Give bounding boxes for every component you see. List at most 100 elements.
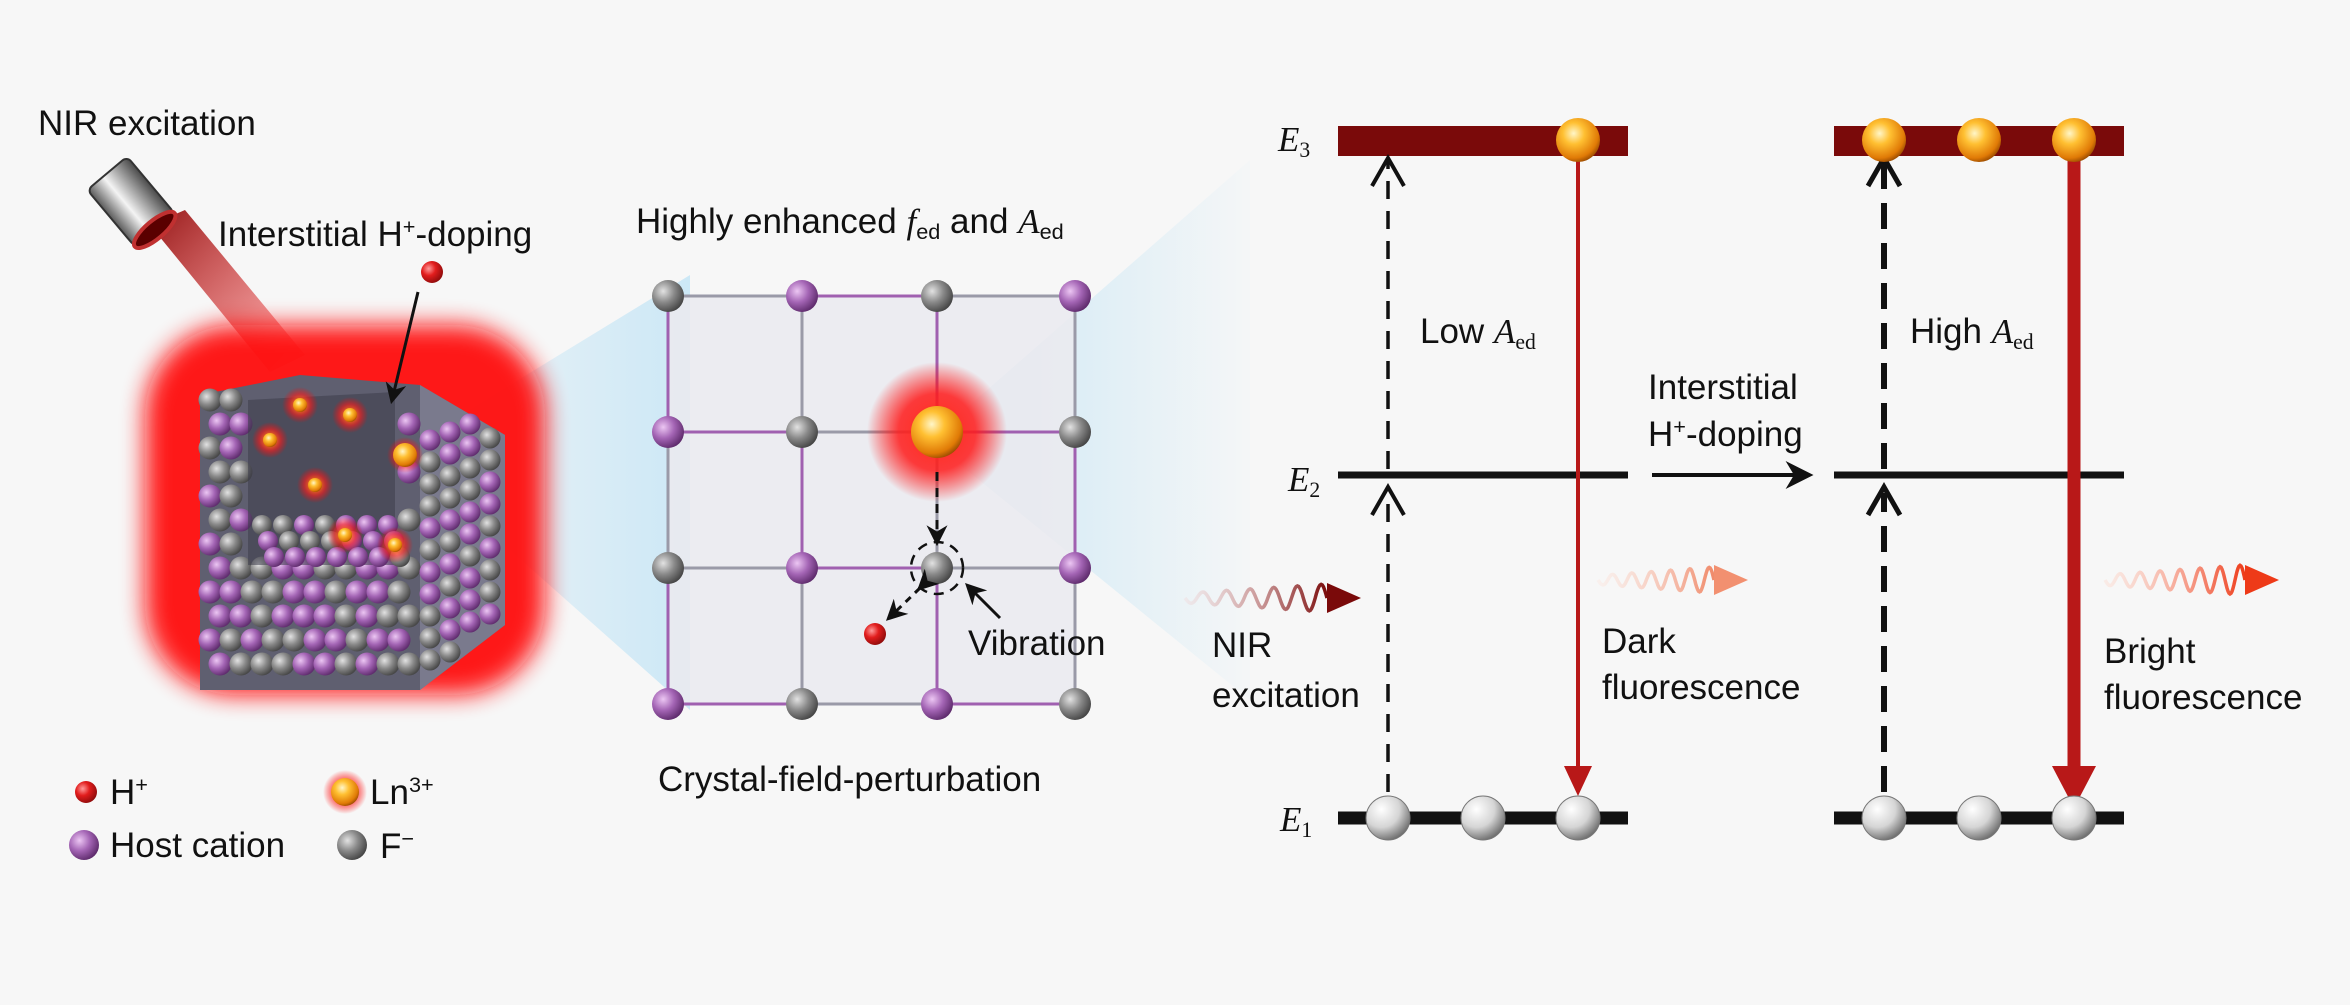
cube-atom: [387, 628, 411, 652]
cube-atom: [439, 575, 461, 597]
cube-atom: [258, 531, 278, 551]
cube-atom: [264, 547, 284, 567]
doping-prefix: Interstitial H: [218, 214, 403, 254]
cube-atom: [459, 567, 481, 589]
cube-atom: [198, 436, 222, 460]
e3-base: E: [1278, 120, 1300, 159]
nanocrystal-cube: [88, 157, 545, 695]
cube-atom: [366, 628, 390, 652]
cube-atom: [419, 473, 441, 495]
cube-atom: [419, 649, 441, 671]
cube-atom: [285, 547, 305, 567]
cube-atom: [240, 628, 264, 652]
level-e3-label: E3: [1278, 120, 1310, 163]
legend-h-base: H: [110, 772, 136, 812]
cube-atom: [419, 539, 441, 561]
cube-atom: [376, 604, 400, 628]
legend-f-sup: −: [401, 826, 415, 851]
legend-h-marker: [75, 781, 97, 803]
cube-atom: [324, 580, 348, 604]
lattice-h-plus: [864, 623, 886, 645]
laser-head-icon: [88, 157, 178, 250]
cube-atom: [459, 545, 481, 567]
legend-ln-marker: [331, 778, 359, 806]
legend-f-base: F: [380, 826, 402, 866]
cube-atom: [261, 628, 285, 652]
cube-atom: [439, 509, 461, 531]
fluoride-site: [652, 280, 684, 312]
cube-atom: [279, 531, 299, 551]
cube-atom: [397, 652, 421, 676]
cube-atom: [219, 484, 243, 508]
low-chevron-1: [1370, 482, 1406, 516]
cube-atom: [282, 628, 306, 652]
low-excited-electron: [1556, 118, 1600, 162]
cube-atom: [479, 603, 501, 625]
excitation-label-line1: NIR: [1212, 626, 1273, 665]
central-ln-ion: [911, 406, 963, 458]
legend-ln-sup: 3+: [408, 772, 434, 797]
high-a-sub: ed: [2013, 330, 2034, 355]
cube-atom: [229, 604, 253, 628]
fluoride-site: [786, 416, 818, 448]
cube-atom: [439, 443, 461, 465]
high-emission-head: [2052, 766, 2096, 808]
transition-label-line1: Interstitial: [1648, 368, 1798, 407]
cube-atom: [208, 652, 232, 676]
cube-atom: [306, 547, 326, 567]
energy-level-diagram: [1183, 118, 2279, 841]
cube-atom: [273, 515, 293, 535]
cube-atom: [419, 561, 441, 583]
cube-atom: [252, 515, 272, 535]
title-f-sub: ed: [916, 219, 941, 245]
cube-atom: [397, 412, 421, 436]
cube-atom: [271, 652, 295, 676]
host-cation-site: [1059, 552, 1091, 584]
cube-atom: [334, 604, 358, 628]
cube-atom: [439, 421, 461, 443]
low-ground-electron: [1365, 795, 1411, 841]
crystal-lattice: [652, 280, 1091, 720]
fluoride-site: [1059, 416, 1091, 448]
cube-atom: [229, 412, 253, 436]
cube-atom: [419, 627, 441, 649]
transition-prefix: H: [1648, 414, 1674, 454]
low-a-sub: ed: [1515, 330, 1536, 355]
dark-emission-wave: [1596, 565, 1716, 594]
cube-atom: [479, 449, 501, 471]
cube-atom: [459, 413, 481, 435]
transition-label-line2: H+-doping: [1648, 414, 1803, 455]
e1-base: E: [1280, 800, 1302, 839]
cube-atom: [345, 580, 369, 604]
cube-atom: [229, 556, 253, 580]
cube-atom: [397, 604, 421, 628]
cube-atom: [240, 580, 264, 604]
high-chevron-1: [1865, 481, 1903, 517]
cube-atom: [366, 580, 390, 604]
legend-f-label: F−: [380, 826, 414, 867]
cube-atom: [348, 547, 368, 567]
bright-fluorescence-line2: fluorescence: [2104, 678, 2303, 717]
title-f: f: [906, 202, 917, 241]
high-excited-electron: [2052, 118, 2096, 162]
cube-atom: [479, 581, 501, 603]
cube-atom: [292, 604, 316, 628]
dark-emission-wave-head: [1714, 565, 1748, 595]
high-excited-electron: [1957, 118, 2001, 162]
h-plus-dopant: [421, 261, 443, 283]
bright-emission-wave-head: [2245, 565, 2279, 595]
host-cation-site: [786, 552, 818, 584]
cube-atom: [439, 597, 461, 619]
cube-atom: [219, 436, 243, 460]
e1-sub: 1: [1301, 818, 1313, 843]
ln-ion: [293, 398, 307, 412]
low-ground-electron: [1555, 795, 1601, 841]
high-ground-electron: [2051, 795, 2097, 841]
cube-atom: [439, 619, 461, 641]
lattice-title: Highly enhanced fed and Aed: [636, 202, 1064, 245]
cube-atom: [479, 559, 501, 581]
cube-atom: [479, 471, 501, 493]
legend-host-marker: [69, 830, 99, 860]
laser-aperture: [131, 209, 178, 250]
